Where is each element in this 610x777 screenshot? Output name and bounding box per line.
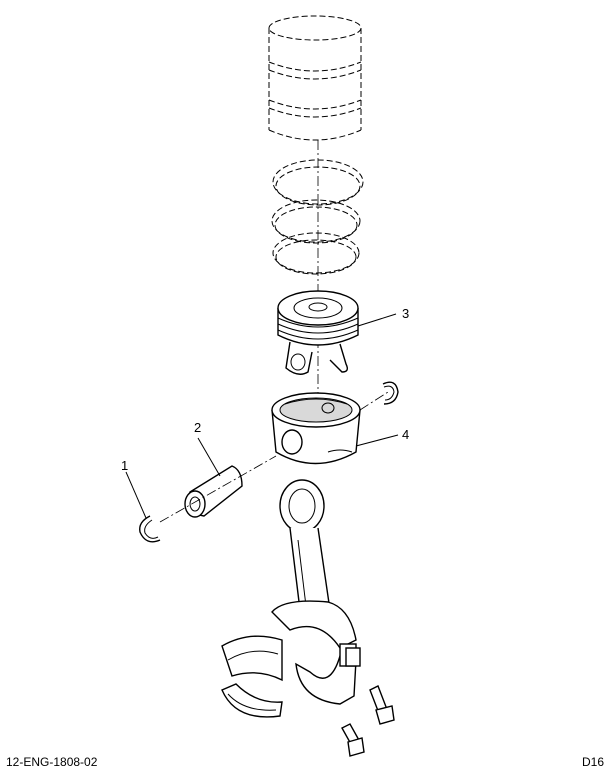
callout-2-leader: [197, 437, 221, 477]
callout-2: 2: [194, 420, 201, 435]
piston: [277, 290, 359, 375]
pin-axis-line: [159, 455, 277, 523]
callout-3-leader: [357, 313, 397, 327]
drawing-number: 12-ENG-1808-02: [6, 755, 98, 769]
bearing-shells: [221, 635, 283, 718]
piston-skirt: [271, 392, 361, 465]
piston-rings: [271, 159, 364, 275]
cylinder-liner: [268, 15, 362, 141]
skirt-ring-axis: [359, 391, 389, 411]
engine-code: D16: [581, 755, 604, 769]
callout-1-leader: [125, 471, 147, 519]
retainer-ring-left: [139, 515, 161, 543]
callout-4-leader: [355, 434, 399, 447]
callout-1: 1: [121, 458, 128, 473]
callout-3: 3: [402, 306, 409, 321]
connecting-rod: [271, 479, 361, 705]
callout-4: 4: [402, 427, 409, 442]
retainer-ring-right: [382, 381, 399, 405]
piston-pin: [184, 465, 243, 518]
rod-bolts: [341, 685, 395, 757]
